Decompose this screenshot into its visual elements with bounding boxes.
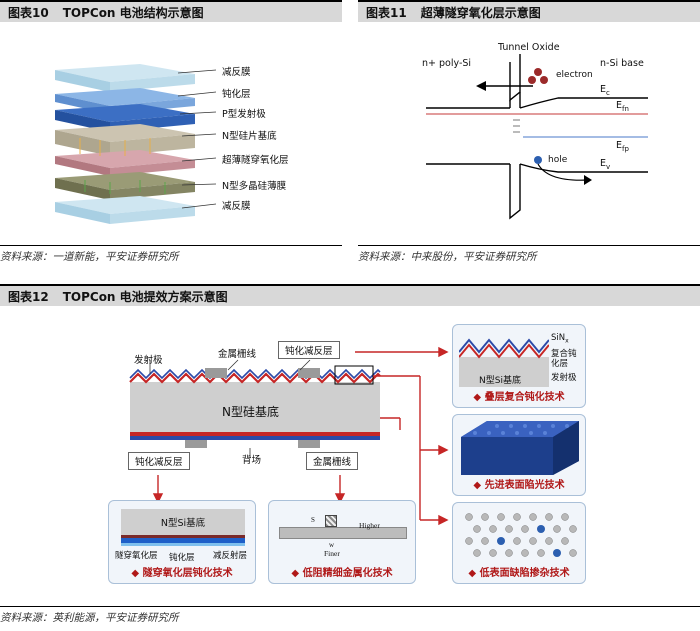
fig11-efp-label: Efp [616,140,629,153]
fig10-header: 图表10 TOPCon 电池结构示意图 [0,0,342,22]
layer-passivation [55,88,195,106]
fig11-hole-label: hole [548,155,568,165]
emitter-zigzag [129,372,381,384]
fig10-label-n-polysi: N型多晶硅薄膜 [222,181,287,192]
panel3-emitter-label: 发射极 [551,373,577,383]
fig12-header: 图表12 TOPCon 电池提效方案示意图 [0,284,700,306]
fig11-title: 超薄隧穿氧化层示意图 [420,5,541,20]
fig10-source: 资料来源：一道新能，平安证券研究所 [0,245,342,264]
fig12-panel-tunnel-oxide: N型Si基底 隧穿氧化层 钝化层 减反射层 ◆ 隧穿氧化层钝化技术 [108,500,256,584]
layer-tunnel-oxide [55,150,195,168]
fig12-back-field-label: 背场 [242,455,262,466]
fig12-passivation-ar-top-tag: 钝化减反层 [278,341,340,359]
hole-particle [534,156,542,164]
panel2-finer-label: Finer [324,549,340,558]
layer-n-substrate [55,124,195,142]
panel1-substrate-label: N型Si基底 [160,518,206,529]
panel1-substrate-block: N型Si基底 [121,509,245,535]
panel1-ar-layer [121,543,245,546]
fig12-number: 图表12 [8,289,49,304]
fig12-passivation-ar-bottom-tag: 钝化减反层 [128,452,190,470]
fig10-label-ar-bottom: 减反膜 [222,201,251,212]
panel3-composite-label-1: 复合钝 [551,349,577,359]
fig11-electron-label: electron [556,70,593,80]
panel1-caption: ◆ 隧穿氧化层钝化技术 [131,568,233,579]
panel1-oxide-label: 隧穿氧化层 [115,551,158,561]
fig12-panel-low-defect-doping: ◆ 低表面缺陷掺杂技术 [452,502,586,584]
panel2-higher-label: Higher [359,521,380,530]
panel3-substrate-label: N型Si基底 [479,376,521,386]
fig12-metal-grid-top-label: 金属栅线 [218,349,257,360]
layer-n-polysi [55,172,195,190]
panel1-oxide-layer [121,535,245,538]
layer-p-emitter [55,104,195,122]
fig11-ev-label: Ev [600,158,611,171]
panel1-passivation-label: 钝化层 [169,553,195,563]
fig11-si-base-label: n-Si base [600,58,644,69]
panel3-caption: ◆ 叠层复合钝化技术 [473,392,565,403]
fig11-source: 资料来源：中来股份，平安证券研究所 [358,245,700,264]
fig10-label-passivation: 钝化层 [222,89,251,100]
fig10-label-n-substrate: N型硅片基底 [222,131,277,142]
fig12-panel-light-trapping: ◆ 先进表面陷光技术 [452,414,586,496]
panel5-lattice-graphic [465,513,577,557]
panel4-caption: ◆ 先进表面陷光技术 [473,480,565,491]
fig10-label-p-emitter: P型发射极 [222,109,266,120]
panel3-composite-label-2: 化层 [551,359,569,369]
layer-ar-top [55,64,195,82]
fig11-efn-label: Efn [616,100,629,113]
panel2-caption: ◆ 低阻精细金属化技术 [291,568,393,579]
panel2-finger [325,515,337,527]
panel3-sinx-label: SiNx [551,333,569,345]
fig12-panel-metallization: S w Higher Finer ◆ 低阻精细金属化技术 [268,500,416,584]
fig11-ec-label: Ec [600,84,610,97]
fig12-substrate-label: N型硅基底 [222,405,279,419]
panel4-pyramid-texture [461,421,579,475]
fig11-band-diagram [426,54,648,220]
panel3-zigzag-graphic [459,338,549,387]
panel2-w-label: w [329,541,335,549]
fig11-header: 图表11 超薄隧穿氧化层示意图 [358,0,700,22]
fig12-cell-cross-section [129,346,449,526]
layer-ar-bottom [55,196,195,214]
fig11-poly-si-label: n+ poly-Si [422,58,472,69]
panel1-ar-label: 减反射层 [213,551,248,561]
panel5-caption: ◆ 低表面缺陷掺杂技术 [468,568,570,579]
panel2-s-label: S [311,516,315,524]
fig10-label-tunnel-oxide: 超薄隧穿氧化层 [222,155,289,166]
fig12-metal-grid-bottom-tag: 金属栅线 [306,452,359,470]
fig10-layer-stack [55,64,217,224]
fig11-number: 图表11 [366,5,407,20]
fig12-title: TOPCon 电池提效方案示意图 [62,289,228,304]
fig12-source: 资料来源：英利能源，平安证券研究所 [0,606,700,625]
fig10-label-ar-top: 减反膜 [222,67,251,78]
fig11-tunnel-oxide-label: Tunnel Oxide [498,42,560,53]
panel2-substrate-bar [279,527,407,539]
fig10-title: TOPCon 电池结构示意图 [62,5,204,20]
fig10-number: 图表10 [8,5,49,20]
electron-particle [534,68,542,76]
panel1-passivation-layer [121,538,245,543]
fig12-emitter-label: 发射极 [134,355,163,366]
fig12-panel-composite-passivation: SiNx 复合钝 化层 发射极 N型Si基底 ◆ 叠层复合钝化技术 [452,324,586,408]
